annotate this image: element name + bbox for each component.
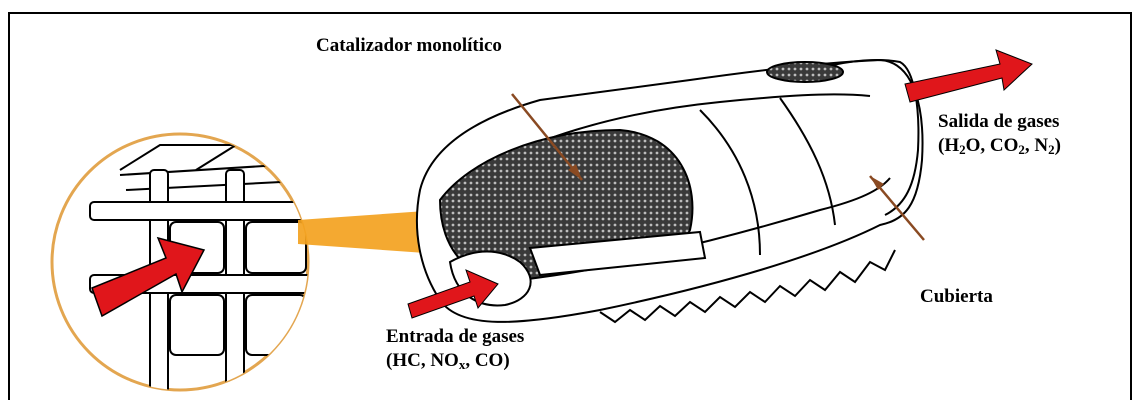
cell-flow-arrow: [91, 236, 206, 318]
outlet-label: Salida de gases (H2O, CO2, N2): [938, 110, 1061, 162]
inlet-title: Entrada de gases: [386, 326, 525, 347]
inlet-species: (HC, NOx, CO): [386, 350, 510, 372]
inlet-flow-arrow: [407, 269, 499, 319]
monolith-zoom-view: [50, 132, 310, 392]
inlet-label: Entrada de gases (HC, NOx, CO): [386, 325, 524, 377]
housing-label: Cubierta: [920, 286, 993, 307]
diagram-frame: [8, 12, 1132, 400]
outlet-species: (H2O, CO2, N2): [938, 135, 1061, 157]
catalyst-label: Catalizador monolítico: [316, 35, 502, 56]
catalytic-converter-cutaway-icon: [415, 58, 924, 324]
outlet-flow-arrow: [904, 49, 1033, 103]
catalyst-pointer: [511, 93, 583, 181]
outlet-title: Salida de gases: [938, 111, 1060, 132]
